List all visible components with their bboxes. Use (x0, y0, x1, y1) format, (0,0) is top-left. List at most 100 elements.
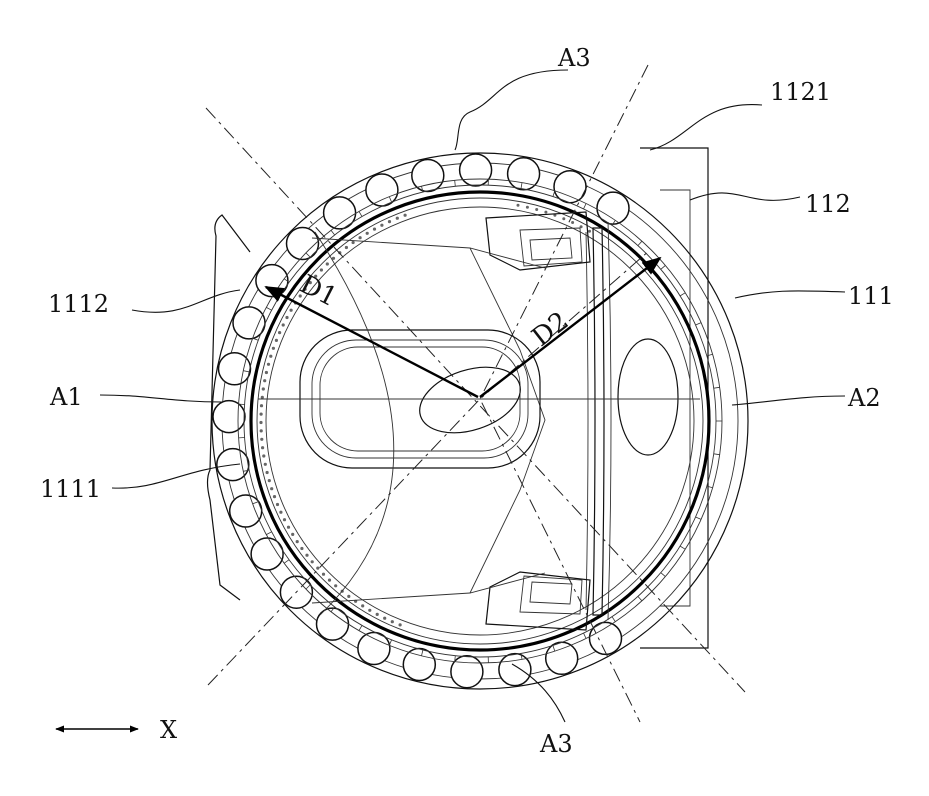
bead (366, 232, 369, 235)
bead (347, 595, 350, 598)
bead (388, 220, 391, 223)
bead (269, 355, 272, 358)
bead (361, 604, 364, 607)
bead (270, 487, 273, 490)
bead (283, 518, 286, 521)
ring-tick (680, 546, 685, 549)
bead (290, 309, 293, 312)
bead (278, 331, 281, 334)
label-112: 112 (805, 190, 851, 218)
ring-tick (331, 230, 335, 235)
roller (213, 401, 245, 433)
bead (571, 221, 574, 224)
bead (282, 323, 285, 326)
d1-arrow (266, 287, 478, 397)
bead (359, 236, 362, 239)
bead (305, 554, 308, 557)
bead (261, 446, 264, 449)
bead (380, 224, 383, 227)
ring-tick (680, 293, 685, 296)
bead (311, 560, 314, 563)
ring-tick (661, 265, 666, 269)
bead (300, 547, 303, 550)
bead (391, 620, 394, 623)
bead (535, 208, 538, 211)
ring-tick (266, 307, 271, 310)
bead (588, 230, 591, 233)
roller (230, 495, 262, 527)
bead (399, 623, 402, 626)
ring-tick (696, 323, 702, 325)
bead (279, 511, 282, 514)
label-a3-bottom: A3 (539, 730, 573, 758)
ring-tick (455, 180, 456, 186)
ring-tick (266, 532, 271, 535)
bead (268, 479, 271, 482)
bead (526, 206, 529, 209)
label-a3-top: A3 (557, 44, 591, 72)
label-1111: 1111 (40, 475, 101, 503)
bead (352, 241, 355, 244)
ring-tick (714, 387, 720, 388)
bead (544, 211, 547, 214)
bead (334, 584, 337, 587)
bead (276, 503, 279, 506)
bead (273, 495, 276, 498)
ring-tick (638, 241, 642, 245)
ring-tick (553, 191, 555, 197)
roller (287, 228, 319, 260)
bead (272, 347, 275, 350)
bead (345, 246, 348, 249)
ring-tick (584, 633, 587, 638)
bead (326, 262, 329, 265)
ring-tick (584, 204, 587, 209)
ring-tick (284, 560, 289, 564)
bead (316, 567, 319, 570)
bead (322, 573, 325, 576)
bead (260, 404, 263, 407)
ring-tick (714, 454, 720, 455)
outer-housing (208, 153, 749, 689)
bead (404, 214, 407, 217)
ring-tick (696, 517, 702, 519)
bead (383, 617, 386, 620)
label-x-axis: X (160, 716, 177, 744)
roller (451, 656, 483, 688)
bead (275, 339, 278, 342)
label-111: 111 (848, 282, 894, 310)
roller (546, 642, 578, 674)
bead (262, 387, 265, 390)
roller (412, 160, 444, 192)
bead (517, 204, 520, 207)
bead (376, 613, 379, 616)
ring-tick (359, 625, 362, 630)
roller (460, 154, 492, 186)
roller (403, 649, 435, 681)
bead (368, 609, 371, 612)
bead (260, 413, 263, 416)
ring-tick (638, 596, 642, 600)
main-ring-111 (251, 192, 709, 650)
bead (562, 217, 565, 220)
bead (296, 540, 299, 543)
bead (373, 228, 376, 231)
label-d2: D2 (527, 306, 575, 353)
ring-tick (359, 211, 362, 216)
roller-ring (213, 154, 629, 688)
label-a1: A1 (49, 383, 83, 411)
bead (291, 533, 294, 536)
bead (320, 268, 323, 271)
roller (219, 353, 251, 385)
ring-tick (389, 640, 391, 646)
ring-tick (612, 617, 615, 622)
bead (285, 316, 288, 319)
label-1112: 1112 (48, 290, 109, 318)
bead (264, 463, 267, 466)
bead (287, 526, 290, 529)
bead (261, 396, 264, 399)
ring-tick (661, 573, 666, 577)
ring-tick (253, 338, 259, 340)
bead (267, 363, 270, 366)
bead (266, 471, 269, 474)
